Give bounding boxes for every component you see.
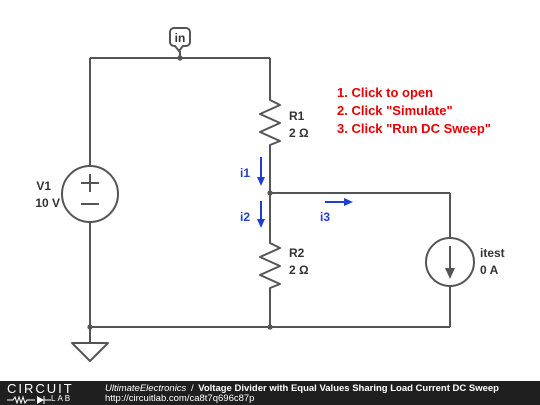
itest-name: itest	[480, 246, 505, 260]
voltage-source-v1[interactable]: V1 10 V	[35, 165, 119, 223]
current-arrows: i1 i2 i3	[240, 157, 353, 228]
resistor-r2-zigzag	[259, 238, 281, 293]
r2-value: 2 Ω	[289, 263, 309, 277]
instruction-1: 1. Click to open	[337, 85, 433, 100]
net-label-tag	[169, 27, 191, 53]
instruction-3: 3. Click "Run DC Sweep"	[337, 121, 491, 136]
i3-label: i3	[320, 210, 330, 224]
voltage-source-body	[61, 165, 119, 223]
r2-name: R2	[289, 246, 305, 260]
junction-mid	[267, 190, 273, 196]
net-label-in[interactable]: in	[169, 27, 191, 58]
logo-top-text: CIRCUIT	[7, 381, 74, 396]
v1-value: 10 V	[35, 196, 60, 210]
footer-title-line: UltimateElectronics / Voltage Divider wi…	[105, 383, 499, 394]
logo-waveform-icon	[7, 395, 51, 404]
i1-label: i1	[240, 166, 250, 180]
instruction-2: 2. Click "Simulate"	[337, 103, 453, 118]
i1-arrow-head	[257, 177, 265, 186]
arrow-down-icon-head	[445, 268, 455, 279]
footer-title[interactable]: Voltage Divider with Equal Values Sharin…	[198, 383, 499, 394]
footer-url[interactable]: http://circuitlab.com/ca8t7q696c87p	[105, 393, 255, 404]
instructions[interactable]: 1. Click to open 2. Click "Simulate" 3. …	[337, 85, 491, 136]
r1-value: 2 Ω	[289, 126, 309, 140]
junction-bottom-mid	[267, 324, 273, 330]
v1-name: V1	[36, 179, 51, 193]
footer-author[interactable]: UltimateElectronics	[105, 383, 187, 394]
junction-bottom-left	[87, 324, 93, 330]
resistor-r1-zigzag	[259, 95, 281, 150]
ground-icon	[71, 342, 109, 362]
i3-arrow-head	[344, 198, 353, 206]
footer-bar: CIRCUIT LAB UltimateElectronics / Voltag…	[0, 381, 540, 405]
resistor-r1[interactable]: R1 2 Ω	[259, 95, 309, 150]
current-source-itest[interactable]: itest 0 A	[425, 237, 505, 287]
i2-arrow-head	[257, 219, 265, 228]
footer-separator: /	[190, 383, 194, 394]
circuitlab-logo[interactable]: CIRCUIT LAB	[7, 382, 99, 404]
i2-label: i2	[240, 210, 250, 224]
net-label-text: in	[175, 31, 186, 45]
r1-name: R1	[289, 109, 305, 123]
itest-value: 0 A	[480, 263, 499, 277]
resistor-r2[interactable]: R2 2 Ω	[259, 238, 309, 293]
logo-bottom-text: LAB	[51, 394, 73, 403]
